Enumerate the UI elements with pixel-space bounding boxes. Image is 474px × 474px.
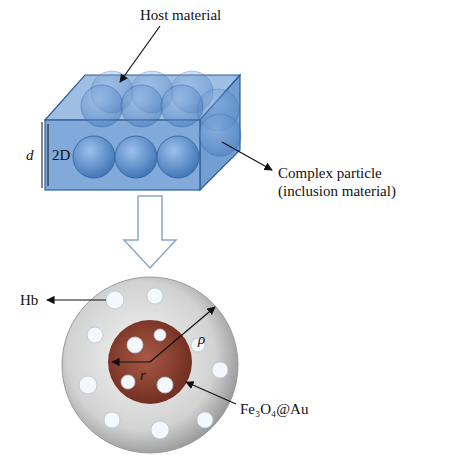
dimension-label: 2D — [52, 146, 70, 164]
part-label: Complex particle (inclusion material) — [278, 164, 428, 200]
hb-molecule — [79, 376, 97, 394]
leader-arrow — [47, 299, 106, 300]
hb-molecules — [79, 288, 228, 439]
dimension-label: ρ — [198, 330, 205, 348]
inclusion-sphere — [81, 85, 123, 127]
diameter-mark — [48, 124, 49, 186]
particle-shell — [62, 277, 238, 453]
part-label: Hb — [20, 291, 38, 309]
hb-molecule — [106, 291, 124, 309]
dimension-label: d — [26, 146, 34, 164]
inclusion-sphere — [157, 136, 199, 178]
radius-arrow — [150, 307, 215, 362]
hb-molecule — [121, 375, 135, 389]
zoom-arrow — [124, 196, 176, 268]
inclusion-sphere — [121, 85, 163, 127]
leader-arrow — [120, 26, 160, 82]
thickness-mark — [42, 122, 43, 188]
leader-arrow — [222, 142, 272, 170]
hb-molecule — [147, 288, 163, 304]
hb-molecule — [151, 421, 169, 439]
hb-molecule — [127, 337, 143, 353]
hb-molecule — [157, 377, 173, 393]
particle-core — [108, 320, 192, 404]
inclusion-sphere — [161, 85, 203, 127]
inclusion-sphere — [115, 136, 157, 178]
part-label: Fe₃O₄@Au — [240, 400, 308, 418]
part-label: Host material — [140, 6, 221, 24]
host-box — [45, 75, 240, 190]
inclusion-spheres — [73, 71, 241, 178]
hb-molecule — [154, 329, 166, 341]
hb-molecule — [104, 412, 120, 428]
hb-molecule — [87, 327, 103, 343]
leader-arrow — [186, 382, 236, 404]
dimension-label: r — [140, 366, 146, 384]
hb-molecule — [212, 362, 228, 378]
radius-arrow — [112, 361, 150, 362]
inclusion-sphere — [73, 136, 115, 178]
hb-molecule — [197, 412, 213, 428]
